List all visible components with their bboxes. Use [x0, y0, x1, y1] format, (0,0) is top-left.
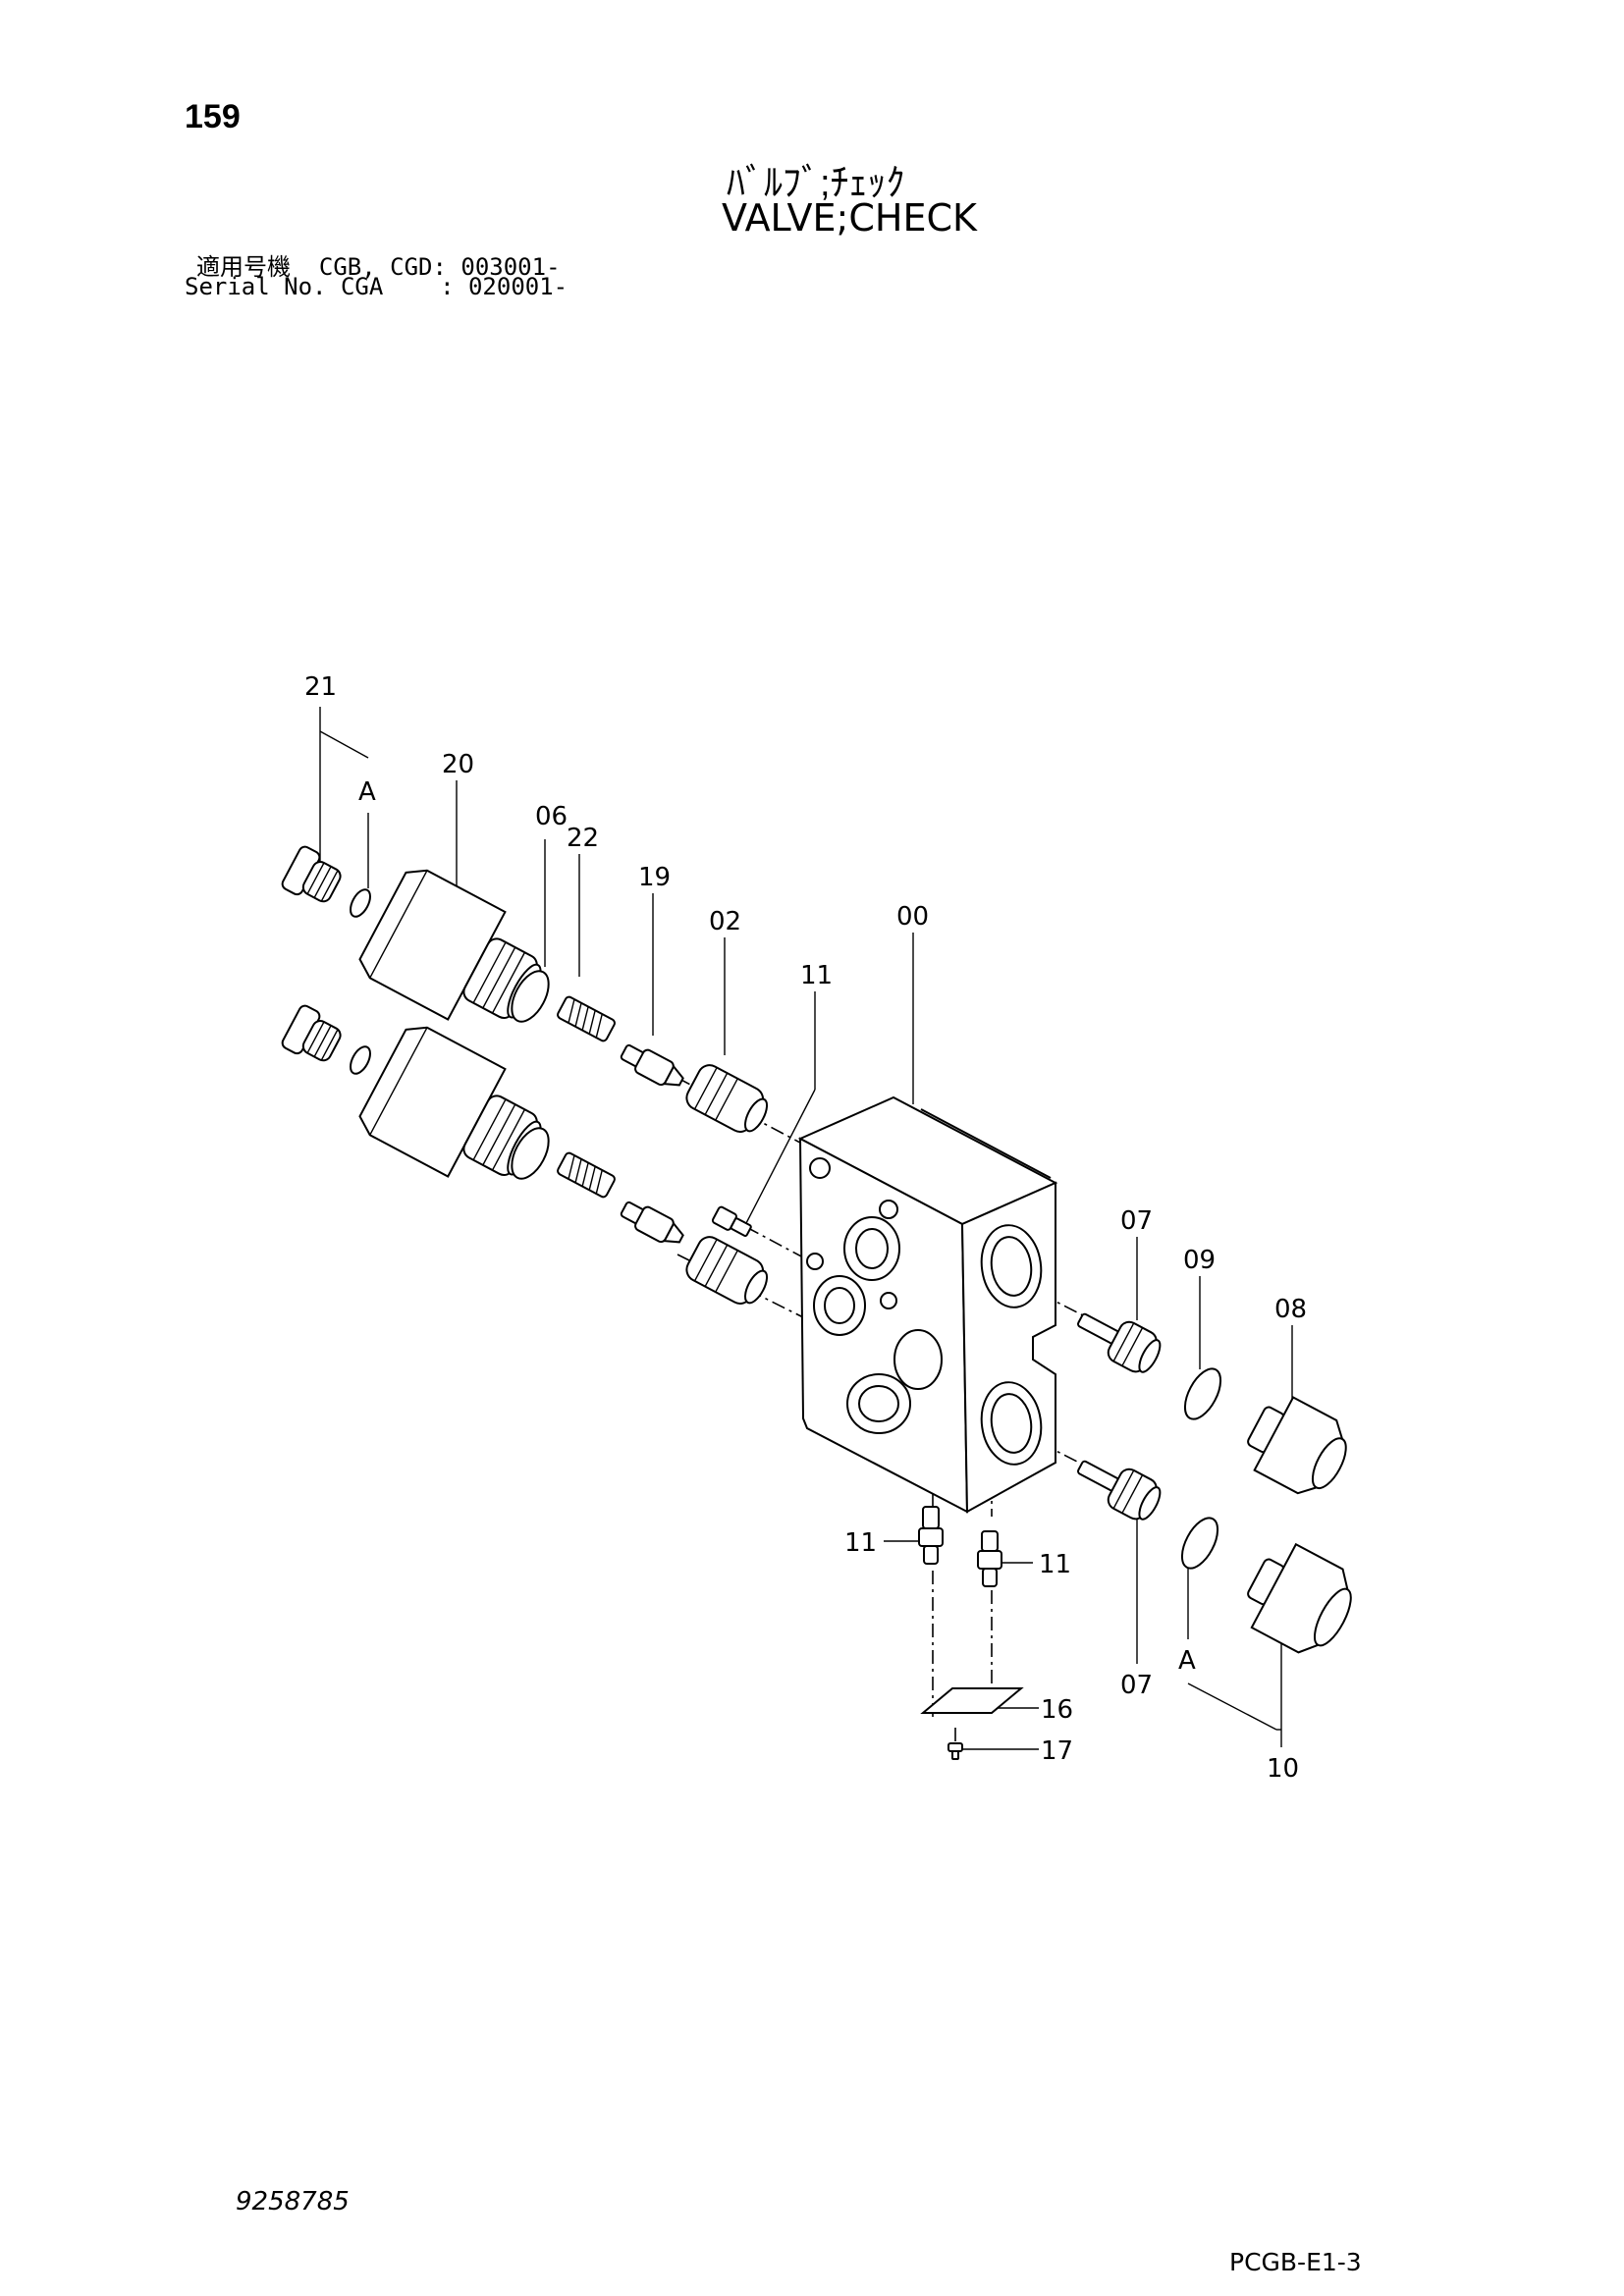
callout-00: 00 [896, 902, 929, 932]
title-english: VALVE;CHECK [722, 196, 977, 240]
leader-lines [319, 707, 1293, 1750]
part-02-seat-lower [685, 1236, 769, 1305]
applicable-serial-line-2: Serial No. CGA : 020001- [185, 273, 568, 300]
part-20-housing-upper [358, 869, 542, 1021]
part-19-poppet-upper [620, 1043, 684, 1087]
callout-21: 21 [304, 672, 337, 702]
part-22-spring-lower [557, 1151, 616, 1199]
upper-row-parts [281, 845, 769, 1133]
part-02-seat-upper [685, 1064, 769, 1133]
callout-02: 02 [709, 907, 741, 936]
part-07-check-upper [1077, 1312, 1162, 1373]
callout-08: 08 [1274, 1295, 1307, 1324]
callout-11-right: 11 [1039, 1550, 1071, 1579]
part-22-spring-upper [557, 995, 616, 1042]
callout-07-top: 07 [1120, 1206, 1153, 1236]
applicable-serial-line-1: 適用号機 CGB, CGD: 003001- [196, 253, 561, 281]
part-11-fitting-upper [711, 1205, 752, 1237]
part-21-plug-lower [281, 1004, 342, 1062]
part-11-fitting-left [918, 1506, 944, 1565]
part-17-screw [947, 1742, 963, 1760]
callout-07-bottom: 07 [1120, 1671, 1153, 1700]
part-11-fitting-right [977, 1530, 1002, 1587]
callout-17: 17 [1041, 1736, 1073, 1766]
part-08-plug [1247, 1396, 1347, 1495]
part-00-valve-block [797, 1095, 1058, 1514]
part-10-plug [1247, 1542, 1352, 1654]
page-code: PCGB-E1-3 [1229, 2248, 1362, 2276]
part-19-poppet-lower [620, 1201, 684, 1244]
part-07-check-lower [1077, 1460, 1162, 1521]
callout-labels: 21 A 20 06 22 19 02 11 00 07 09 08 11 11… [304, 672, 1307, 1784]
callout-09: 09 [1183, 1246, 1216, 1275]
drawing-number: 9258785 [236, 2187, 350, 2216]
callout-11-top: 11 [800, 961, 833, 990]
callout-10: 10 [1267, 1754, 1299, 1784]
callout-16: 16 [1041, 1695, 1073, 1725]
title-japanese: ﾊﾞﾙﾌﾞ;ﾁｪｯｸ [727, 163, 905, 204]
callout-06: 06 [535, 802, 568, 831]
callout-20: 20 [442, 750, 474, 779]
callout-a-bottom: A [1178, 1646, 1196, 1676]
right-side-parts [918, 1312, 1352, 1760]
part-21-plug-upper [281, 845, 342, 903]
part-20-housing-lower [358, 1026, 542, 1178]
callout-22: 22 [567, 824, 599, 853]
callout-11-left: 11 [844, 1528, 877, 1558]
callout-19: 19 [638, 863, 671, 892]
part-16-plate [920, 1687, 1024, 1714]
callout-a-top: A [358, 777, 376, 807]
page-number: 159 [185, 98, 241, 135]
lower-row-parts [281, 1004, 769, 1305]
